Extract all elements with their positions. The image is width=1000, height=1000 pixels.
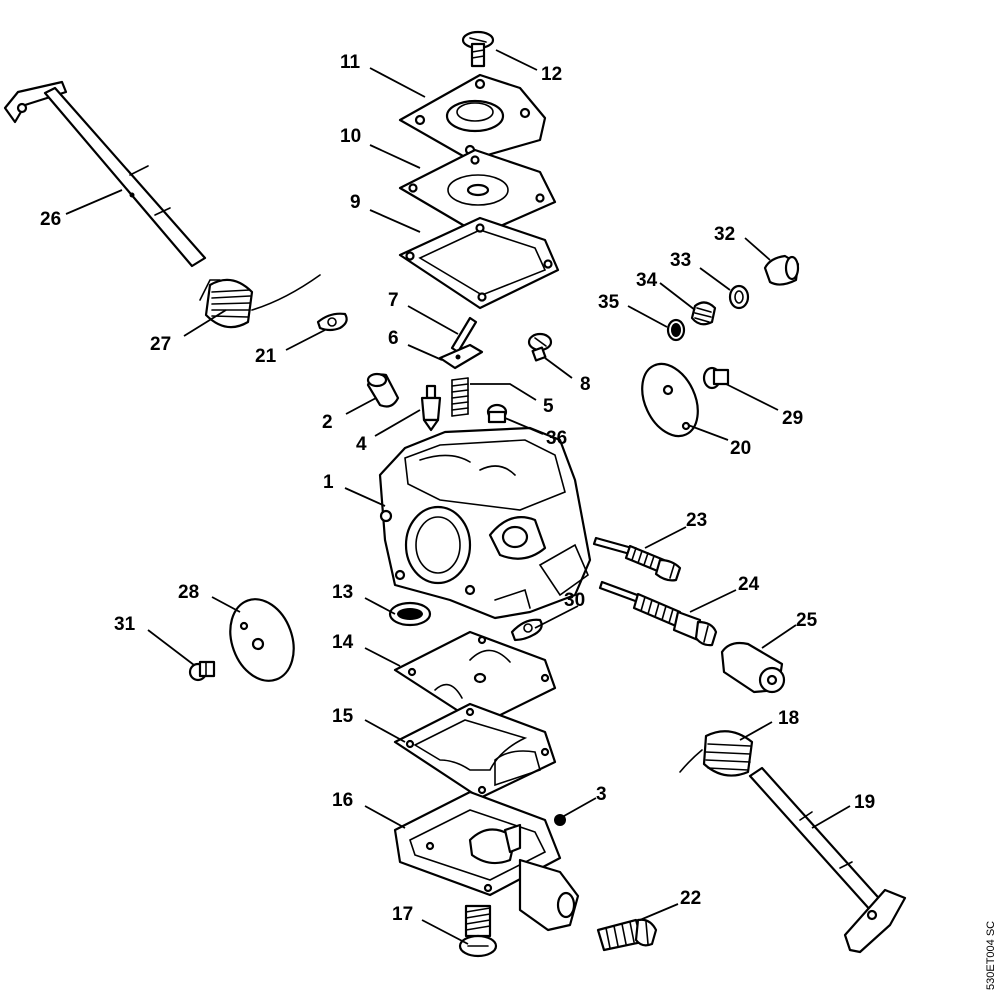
part-16-pump-cover bbox=[393, 790, 580, 932]
part-24-adjusting-screw bbox=[598, 580, 718, 647]
callout-9: 9 bbox=[350, 192, 361, 213]
callout-29: 29 bbox=[782, 408, 803, 429]
callout-16: 16 bbox=[332, 790, 353, 811]
part-25-limiter-cap bbox=[720, 641, 786, 694]
part-19-choke-shaft bbox=[748, 766, 907, 954]
part-5-spring bbox=[451, 377, 469, 417]
callout-27: 27 bbox=[150, 334, 171, 355]
part-18-spring bbox=[679, 730, 754, 777]
part-29-screw bbox=[702, 366, 730, 390]
callout-20: 20 bbox=[730, 438, 751, 459]
part-32-fitting bbox=[763, 254, 800, 286]
part-27-spring bbox=[199, 274, 321, 329]
callout-25: 25 bbox=[796, 610, 818, 631]
part-1-carburetor-body bbox=[378, 426, 592, 620]
callout-34: 34 bbox=[636, 270, 658, 291]
callout-3: 3 bbox=[596, 784, 607, 805]
callout-18: 18 bbox=[778, 708, 799, 729]
callout-7: 7 bbox=[388, 290, 399, 311]
callout-30: 30 bbox=[564, 590, 585, 611]
callout-13: 13 bbox=[332, 582, 353, 603]
callout-32: 32 bbox=[714, 224, 735, 245]
callout-12: 12 bbox=[541, 64, 562, 85]
part-15-gasket bbox=[393, 702, 557, 800]
part-30-clip bbox=[510, 618, 543, 642]
callout-labels: 11 12 10 9 26 27 21 7 6 5 8 2 4 36 1 23 … bbox=[40, 52, 875, 925]
part-23-idle-screw bbox=[592, 536, 682, 582]
part-3-ball bbox=[554, 814, 566, 826]
callout-22: 22 bbox=[680, 888, 701, 909]
part-9-gasket bbox=[398, 216, 560, 310]
callout-10: 10 bbox=[340, 126, 361, 147]
part-17-screw bbox=[458, 904, 498, 958]
callout-14: 14 bbox=[332, 632, 354, 653]
callout-11: 11 bbox=[340, 52, 361, 73]
part-13-strainer bbox=[388, 601, 432, 627]
callout-35: 35 bbox=[598, 292, 620, 313]
callout-6: 6 bbox=[388, 328, 399, 349]
callout-21: 21 bbox=[255, 346, 277, 367]
leader-lines bbox=[65, 49, 851, 945]
callout-1: 1 bbox=[323, 472, 334, 493]
part-36-plug-screw bbox=[486, 403, 508, 424]
callout-19: 19 bbox=[854, 792, 875, 813]
callout-36: 36 bbox=[546, 428, 567, 449]
callout-33: 33 bbox=[670, 250, 691, 271]
part-35-strainer bbox=[666, 318, 686, 342]
part-22-screw bbox=[596, 918, 658, 952]
callout-8: 8 bbox=[580, 374, 591, 395]
part-28-plate bbox=[229, 598, 295, 682]
part-34-spring bbox=[690, 301, 717, 326]
part-26-throttle-shaft bbox=[3, 80, 207, 268]
part-12-screw bbox=[461, 30, 495, 68]
callout-28: 28 bbox=[178, 582, 199, 603]
part-4-inlet-needle bbox=[420, 384, 442, 432]
part-14-diaphragm bbox=[393, 630, 557, 727]
part-21-clip bbox=[316, 312, 348, 332]
part-31-screw bbox=[188, 660, 216, 682]
part-2-plunger bbox=[366, 372, 400, 408]
callout-24: 24 bbox=[738, 574, 760, 595]
part-8-screw bbox=[527, 332, 553, 362]
part-11-cover-plate bbox=[398, 73, 547, 162]
figure-reference-code: 530ET004 SC bbox=[985, 921, 997, 990]
part-20-plate bbox=[641, 362, 699, 438]
callout-23: 23 bbox=[686, 510, 707, 531]
part-33-o-ring bbox=[728, 284, 750, 310]
callout-4: 4 bbox=[356, 434, 367, 455]
callout-5: 5 bbox=[543, 396, 554, 417]
callout-15: 15 bbox=[332, 706, 354, 727]
callout-26: 26 bbox=[40, 209, 61, 230]
callout-17: 17 bbox=[392, 904, 413, 925]
callout-2: 2 bbox=[322, 412, 333, 433]
part-6-lever bbox=[438, 343, 484, 370]
callout-31: 31 bbox=[114, 614, 136, 635]
